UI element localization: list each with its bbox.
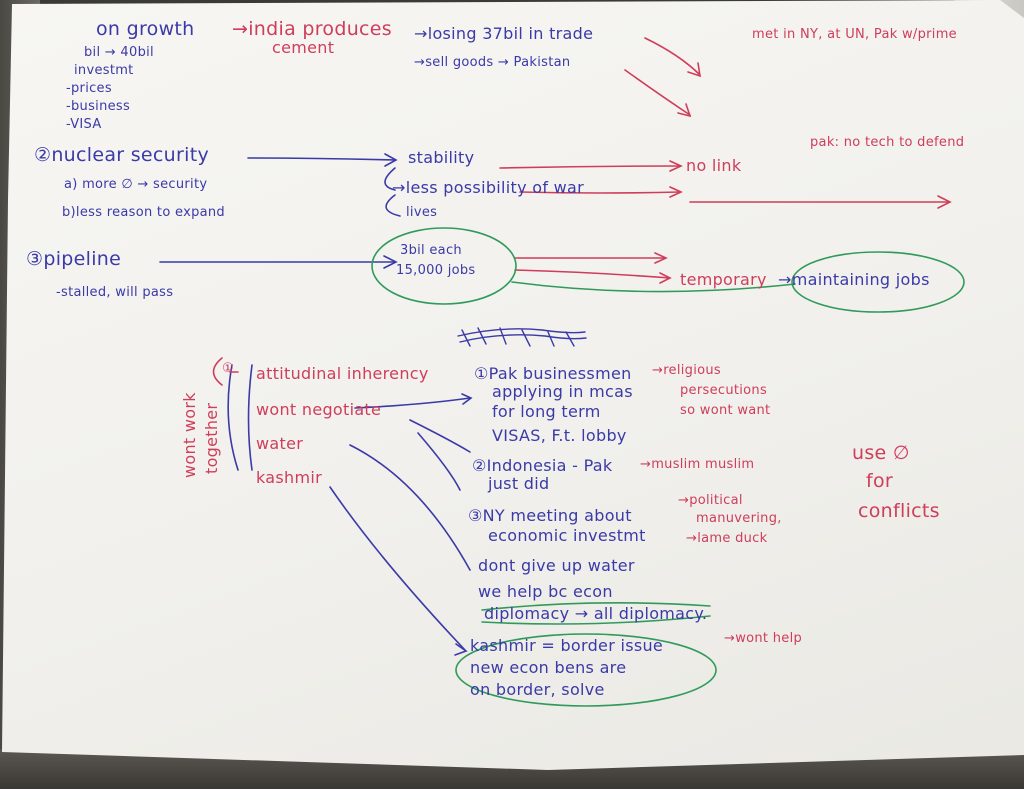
note-growth: on growth — [96, 18, 195, 40]
note-lives: lives — [406, 205, 438, 220]
note-kashmir: kashmir — [256, 468, 322, 487]
note-long-term: for long term — [492, 402, 601, 421]
note-economic: economic investmt — [488, 526, 646, 545]
note-conflicts: conflicts — [858, 500, 940, 522]
note-wont-help: →wont help — [724, 631, 803, 646]
note-less-war: →less possibility of war — [392, 178, 585, 197]
note-pipeline: ③pipeline — [26, 248, 122, 270]
note-wont-negotiate: wont negotiate — [256, 400, 382, 419]
note-diplomacy: diplomacy → all diplomacy. — [484, 604, 708, 623]
note-visas: VISAS, F.t. lobby — [492, 426, 627, 445]
note-we-help-econ: we help bc econ — [478, 582, 613, 601]
note-use-for: use ∅ — [852, 442, 910, 464]
note-indonesia: ②Indonesia - Pak — [472, 456, 613, 475]
note-investmt: investmt — [74, 63, 134, 78]
note-ny-meeting: ③NY meeting about — [468, 506, 632, 525]
note-maintaining-jobs: →maintaining jobs — [778, 270, 930, 289]
note-met-un: met in NY, at UN, Pak w/prime — [752, 27, 957, 42]
note-india-produces: →india produces — [232, 18, 392, 40]
note-muslim: →muslim muslim — [640, 457, 755, 472]
note-applying: applying in mcas — [492, 382, 633, 401]
note-pak-businessmen: ①Pak businessmen — [474, 364, 632, 383]
note-visa: -VISA — [66, 117, 102, 132]
note-persecutions: persecutions — [680, 383, 768, 398]
note-bil: bil → 40bil — [84, 45, 154, 60]
note-just-did: just did — [488, 474, 550, 493]
note-losing-trade: →losing 37bil in trade — [414, 24, 594, 43]
note-3bil-each: 3bil each — [400, 243, 462, 258]
arrow-kashmir — [329, 486, 466, 651]
note-more-security: a) more ∅ → security — [64, 177, 208, 192]
note-no-link: no link — [686, 156, 742, 175]
note-nuclear-security: ②nuclear security — [34, 144, 209, 166]
note-water: water — [256, 434, 304, 453]
note-sell-goods: →sell goods → Pakistan — [414, 55, 571, 70]
note-prices: -prices — [66, 81, 112, 96]
note-political: →political — [678, 493, 743, 508]
note-less-reason: b)less reason to expand — [62, 205, 225, 220]
note-new-econ: new econ bens are — [470, 658, 627, 677]
arrow-water — [349, 444, 471, 571]
note-together: together — [202, 402, 221, 474]
note-on-border: on border, solve — [470, 680, 605, 699]
bracket-left — [227, 364, 239, 471]
note-stalled: -stalled, will pass — [56, 285, 174, 300]
note-kashmir-border: kashmir = border issue — [470, 636, 664, 655]
note-stability: stability — [408, 148, 475, 167]
note-attitudinal-inherency: attitudinal inherency — [256, 364, 429, 383]
note-manuvering: manuvering, — [696, 511, 782, 526]
note-temporary: temporary — [680, 270, 767, 289]
arrow-nuclear-stability — [247, 157, 396, 161]
circle-kashmir-solve — [455, 633, 717, 707]
note-15000-jobs: 15,000 jobs — [396, 263, 476, 278]
note-for: for — [866, 470, 894, 492]
note-wont-want: so wont want — [680, 403, 771, 418]
note-dont-give-water: dont give up water — [478, 556, 635, 575]
arrow-no-link — [499, 165, 681, 169]
note-religious: →religious — [652, 363, 722, 378]
note-wont-work: wont work — [180, 392, 199, 478]
circle-pipeline-jobs — [371, 227, 517, 305]
note-circle-one: ① — [222, 361, 234, 376]
note-pak-tech: pak: no tech to defend — [810, 135, 965, 150]
note-business: -business — [66, 99, 131, 114]
note-cement: cement — [272, 38, 335, 57]
circle-maintaining-jobs — [791, 251, 965, 313]
note-lame-duck: →lame duck — [686, 531, 768, 546]
